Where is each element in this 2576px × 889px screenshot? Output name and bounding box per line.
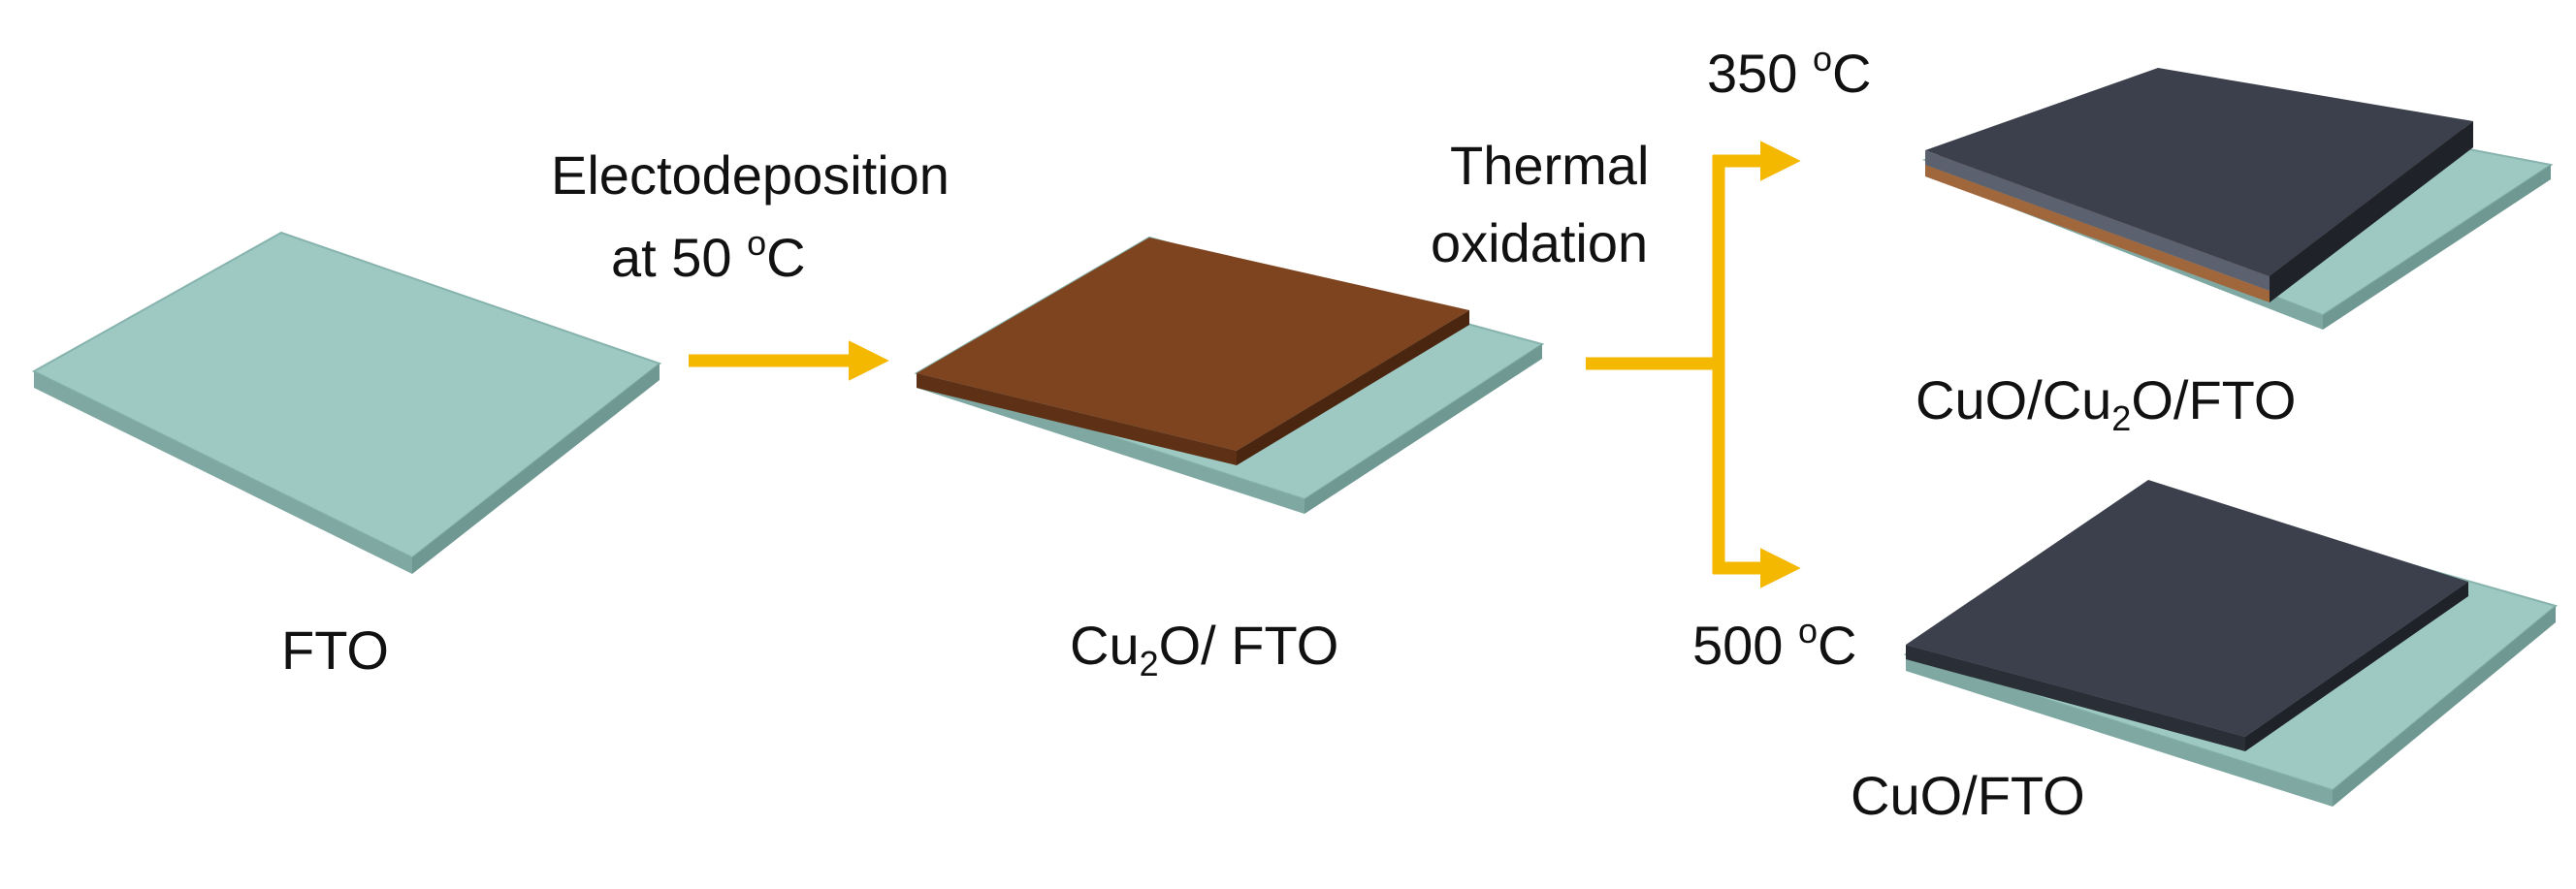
cu2o-fto-label: Cu2O/ FTO [1070, 615, 1338, 683]
electrodeposition-label: Electodeposition [551, 144, 950, 206]
cu2o-on-fto-sample [914, 236, 1545, 514]
thermal-label: Thermal [1450, 135, 1649, 196]
temp-500-label: 500 oC [1692, 611, 1856, 676]
cuo-cu2o-fto-sample [1921, 68, 2554, 330]
fto-substrate [31, 231, 662, 574]
electrodeposition-temp-label: at 50 oC [611, 223, 806, 288]
temp-350-label: 350 oC [1707, 39, 1871, 104]
cuo-fto-sample [1903, 480, 2559, 807]
fto-label: FTO [281, 619, 389, 681]
cuo-cu2o-fto-label: CuO/Cu2O/FTO [1916, 369, 2296, 438]
cuo-fto-label: CuO/FTO [1851, 765, 2085, 826]
oxidation-label: oxidation [1431, 212, 1648, 273]
arrow-thermal-oxidation-branch [1586, 141, 1801, 588]
